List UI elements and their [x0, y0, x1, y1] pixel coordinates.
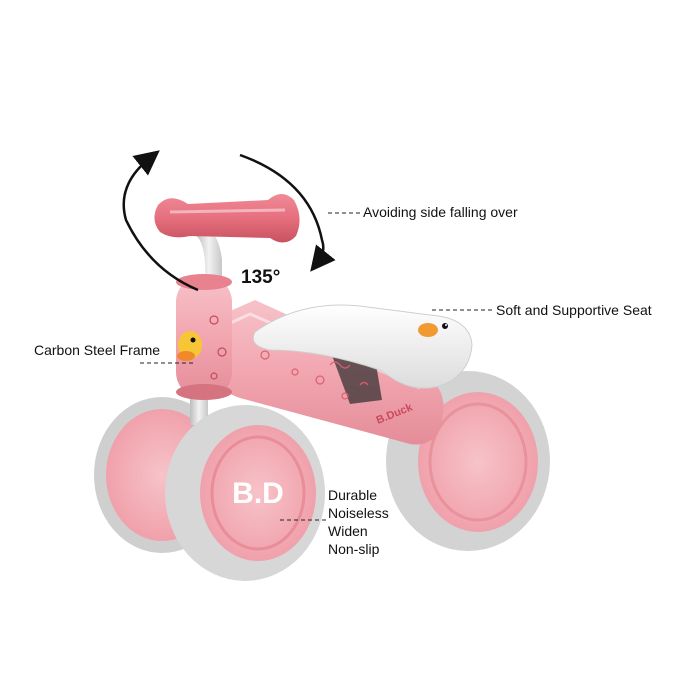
wheel-feature-non-slip: Non-slip: [328, 541, 380, 557]
front-column: [176, 274, 232, 400]
rotate-left-arrow-icon: [122, 150, 199, 292]
wheel-feature-noiseless: Noiseless: [328, 505, 389, 521]
callout-side-falling: Avoiding side falling over: [363, 204, 518, 220]
rotation-angle-label: 135°: [241, 267, 281, 288]
wheel-features-list: Durable Noiseless Widen Non-slip: [328, 486, 389, 558]
callout-leaders: [140, 212, 492, 521]
wheel-feature-widen: Widen: [328, 523, 368, 539]
wheel-feature-durable: Durable: [328, 487, 378, 503]
handlebar: [154, 194, 300, 243]
callout-seat: Soft and Supportive Seat: [496, 302, 652, 318]
callout-frame: Carbon Steel Frame: [34, 342, 161, 358]
wheel-logo-text: B.D: [232, 477, 284, 510]
rotation-arrows: [122, 150, 336, 292]
seat: [252, 304, 473, 389]
rotate-right-arrow-icon: [239, 153, 336, 272]
front-wheel: [165, 405, 325, 581]
